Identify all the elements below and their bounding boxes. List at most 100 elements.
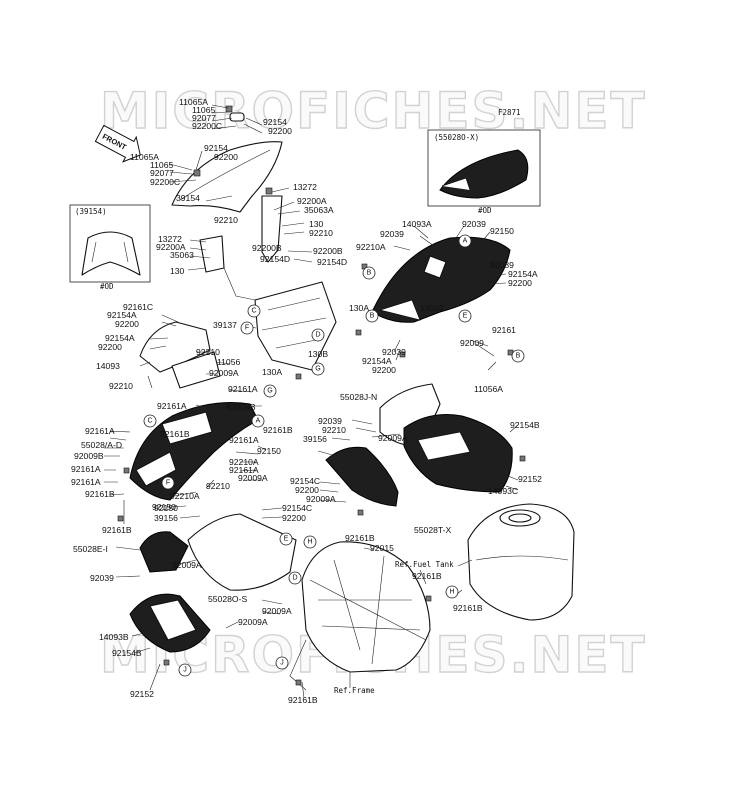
part-label: 92009B (226, 402, 256, 412)
svg-text:C: C (251, 308, 256, 315)
part-label: 92009B (74, 451, 104, 461)
part-label: 92200B (313, 246, 343, 256)
part-label: 92009A (306, 494, 336, 504)
part-label: 92154D (260, 254, 290, 264)
ref-fuel-tank-label: Ref.Fuel Tank (395, 560, 454, 569)
svg-text:G: G (315, 366, 320, 373)
part-label: 14093B (99, 632, 129, 642)
hardware-fasteners (117, 105, 526, 686)
part-label: 92161B (102, 525, 132, 535)
part-label: 92200 (508, 278, 532, 288)
part-label: 13272 (293, 182, 317, 192)
callout-b-1: B (365, 309, 379, 323)
callout-g-1: G (311, 362, 325, 376)
part-label: 55028E-I (73, 544, 108, 554)
part-label: 92161A (71, 464, 101, 474)
inset-windshield-code: (39154) (75, 207, 107, 216)
part-label: 92161B (288, 695, 318, 705)
part-label: 92200 (98, 342, 122, 352)
svg-text:C: C (147, 418, 152, 425)
part-label: 92161A (157, 401, 187, 411)
part-label: 92200C (192, 121, 222, 131)
part-label: 92210A (356, 242, 386, 252)
part-label: 92150 (152, 502, 176, 512)
part-label: 55028J-N (340, 392, 377, 402)
part-label: 92009A (172, 560, 202, 570)
part-label: 92161B (412, 571, 442, 581)
part-label: 92154D (317, 257, 347, 267)
part-label: 35063 (170, 250, 194, 260)
part-label: 92039 (90, 573, 114, 583)
part-label: 92150 (490, 226, 514, 236)
part-label: 11065 (150, 160, 173, 170)
part-label: 92154A (508, 269, 538, 279)
part-label: 130 (309, 219, 324, 229)
part-label: 11056 (217, 357, 240, 367)
part-label: 92161B (160, 429, 190, 439)
part-label: 92039 (380, 229, 404, 239)
part-label: 130A (262, 367, 282, 377)
svg-text:A: A (463, 238, 468, 245)
svg-text:J: J (280, 660, 284, 667)
part-label: 92015 (370, 543, 394, 553)
svg-text:F: F (166, 480, 170, 487)
svg-text:F: F (245, 325, 249, 332)
part-label: 39154 (176, 193, 200, 203)
part-label: 92077 (192, 113, 216, 123)
inset-cowl: (55028O-X) #OD (427, 129, 541, 215)
part-label: 92077 (150, 168, 174, 178)
part-label: 92009A (262, 606, 292, 616)
part-label: 14093A (402, 219, 432, 229)
callout-b-2: B (511, 349, 525, 363)
lower-inner-left (139, 531, 189, 573)
inner-panel-mid-left (171, 351, 221, 389)
part-label: 11065A (179, 97, 208, 107)
part-label: 92154A (105, 333, 135, 343)
part-label: 92161 (492, 325, 516, 335)
part-label: 92200B (252, 243, 282, 253)
part-label: 92161C (123, 302, 153, 312)
part-label: 92039 (382, 347, 406, 357)
inner-panel-upper-left (139, 321, 211, 373)
part-label: 92039 (462, 219, 486, 229)
fuel-tank-ref (467, 503, 575, 621)
svg-text:B: B (367, 270, 372, 277)
part-label: 55028O-S (208, 594, 247, 604)
callout-a-1: A (458, 234, 472, 248)
part-label: 92154 (263, 117, 287, 127)
callout-f-2: F (161, 476, 175, 490)
callout-d-2: D (288, 571, 302, 585)
svg-text:J: J (183, 667, 187, 674)
part-label: 39156 (154, 513, 178, 523)
part-label: 92161A (228, 384, 258, 394)
part-label: 92210A (229, 457, 259, 467)
inset-windshield: (39154) #OD (69, 204, 151, 291)
part-label: 92161A (229, 435, 259, 445)
part-label: 92200 (115, 319, 139, 329)
part-label: 11065 (192, 105, 215, 115)
figure-code: F2871 (498, 108, 521, 117)
ref-frame-label: Ref.Frame (334, 686, 375, 695)
part-label: 14093 (96, 361, 120, 371)
svg-text:H: H (307, 539, 312, 546)
part-label: 92210 (214, 215, 238, 225)
part-label: 39137 (213, 320, 237, 330)
part-label: 130B (308, 349, 328, 359)
windshield-stay-right (261, 195, 283, 263)
svg-text:E: E (284, 536, 289, 543)
part-labels: 11065A 11065 92077 92200C 92154 92200 92… (71, 97, 542, 705)
svg-text:B: B (370, 313, 375, 320)
callout-j-1: J (275, 656, 289, 670)
part-label: 92009A (209, 368, 239, 378)
part-label: 92154B (112, 648, 142, 658)
part-label: 92200A (156, 242, 186, 252)
part-label: 92161A (71, 477, 101, 487)
inset-windshield-note: #OD (100, 282, 114, 291)
callout-f-1: F (240, 321, 254, 335)
part-label: 92210A (170, 491, 200, 501)
frame-ref (301, 541, 431, 673)
part-label: 92009 (460, 338, 484, 348)
part-label: 92009A (238, 473, 268, 483)
lower-cowl-left (187, 513, 297, 591)
part-label: 92200 (268, 126, 292, 136)
